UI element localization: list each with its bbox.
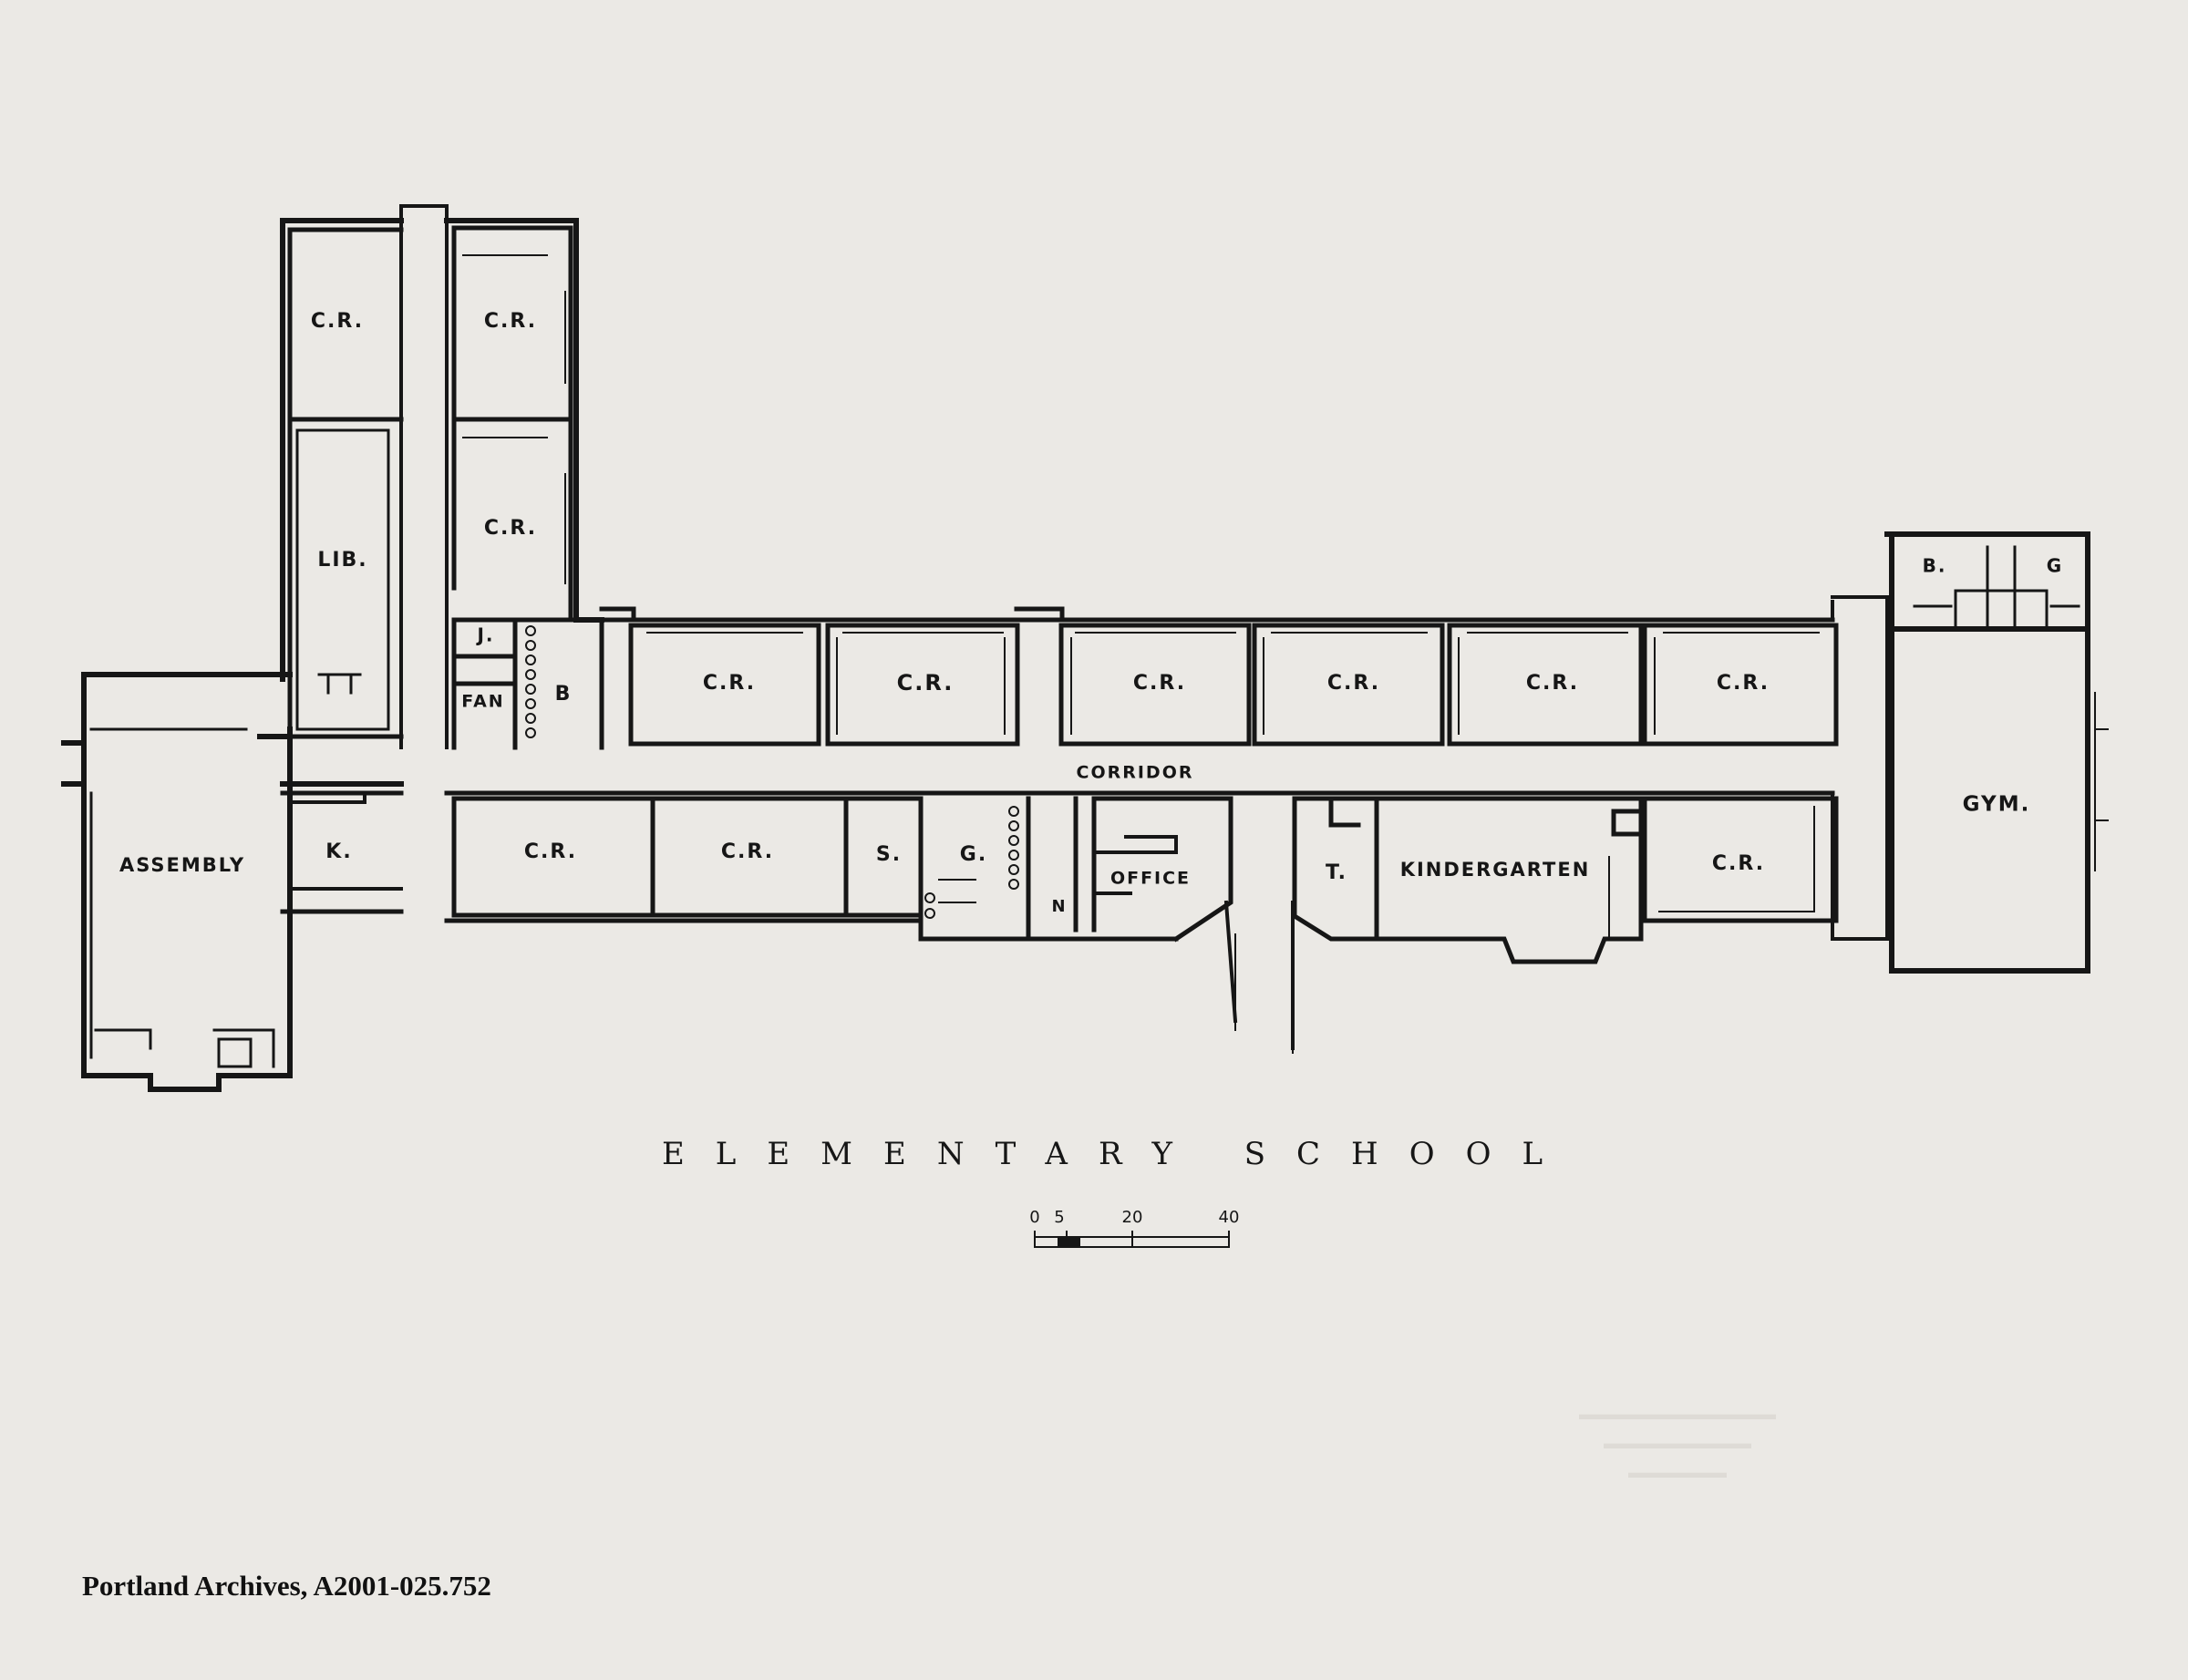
room-label-cr-6: C.R. [1133, 672, 1186, 695]
room-label-cr-7: C.R. [1327, 672, 1380, 695]
top-row-window-ticks [646, 632, 1820, 735]
gym-window-ticks [2094, 692, 2109, 871]
kitchen-walls [288, 791, 403, 891]
north-corridor-walls [399, 204, 449, 749]
room-label-cr-5: C.R. [897, 670, 955, 696]
archive-credit: Portland Archives, A2001-025.752 [82, 1570, 491, 1602]
scale-tick-20: 20 [1122, 1208, 1143, 1227]
scale-bar: 0 5 20 40 [1029, 1208, 1240, 1248]
top-row-classrooms [628, 623, 1839, 747]
room-label-kindergarten: KINDERGARTEN [1400, 859, 1591, 881]
drawing-title: ELEMENTARY SCHOOL [662, 1136, 1574, 1172]
room-label-lib: LIB. [317, 549, 367, 572]
room-label-kitchen: K. [325, 840, 352, 863]
gym-locker-detail [1913, 545, 2080, 631]
lib-inner [295, 428, 390, 731]
room-label-cr-12: C.R. [1712, 852, 1765, 875]
entrance-walkways [1234, 920, 1294, 1054]
scale-tick-40: 40 [1219, 1208, 1240, 1227]
girls-toilet-fixtures [924, 806, 1019, 919]
room-label-gym-boys: B. [1923, 555, 1947, 577]
room-label-janitor: J. [475, 624, 494, 646]
room-label-fan: FAN [461, 692, 504, 712]
main-band-bottom [280, 790, 1835, 942]
room-label-cr-2: C.R. [484, 310, 537, 333]
room-label-storage: S. [876, 843, 902, 866]
left-wing-room-walls [287, 227, 404, 739]
north-wing-walls [280, 218, 604, 682]
corridor-label: CORRIDOR [1077, 763, 1194, 783]
toilet-stalls-b [525, 625, 536, 738]
kindergarten-detail [1608, 806, 1815, 940]
room-label-b: B [555, 683, 573, 706]
scale-tick-0: 0 [1029, 1208, 1039, 1227]
room-label-cr-10: C.R. [524, 840, 577, 863]
room-label-cr-9: C.R. [1717, 672, 1770, 695]
room-label-cr-1: C.R. [311, 310, 364, 333]
room-label-office: OFFICE [1110, 869, 1191, 889]
room-label-cr-4: C.R. [703, 672, 756, 695]
assembly-wing-walls [61, 672, 404, 1092]
east-link-walls [1831, 595, 1889, 941]
room-label-cr-8: C.R. [1526, 672, 1579, 695]
room-label-girls: G. [960, 843, 987, 866]
room-label-gym-girls: G [2047, 555, 2063, 577]
assembly-detail [89, 727, 275, 1068]
right-wing-inner [462, 254, 566, 584]
office-walls [1092, 835, 1295, 1050]
main-band-top [599, 606, 1835, 623]
room-label-nurse: N [1051, 897, 1067, 916]
room-label-cr-11: C.R. [721, 840, 774, 863]
scale-tick-5: 5 [1054, 1208, 1064, 1227]
faded-stamp-watermark: ▬▬▬▬▬▬▬▬▬▬▬▬▬▬▬▬▬▬▬▬▬▬▬▬▬▬▬ [1579, 1405, 1776, 1481]
gym-walls [1884, 531, 2090, 974]
bottom-row-rooms [451, 796, 1233, 943]
east-bottom-rooms [1292, 796, 1839, 964]
room-label-gym: GYM. [1963, 793, 2031, 817]
room-label-teachers: T. [1326, 861, 1347, 884]
room-label-assembly: ASSEMBLY [119, 854, 245, 876]
room-label-cr-3: C.R. [484, 517, 537, 540]
right-wing-room-walls [451, 225, 573, 623]
